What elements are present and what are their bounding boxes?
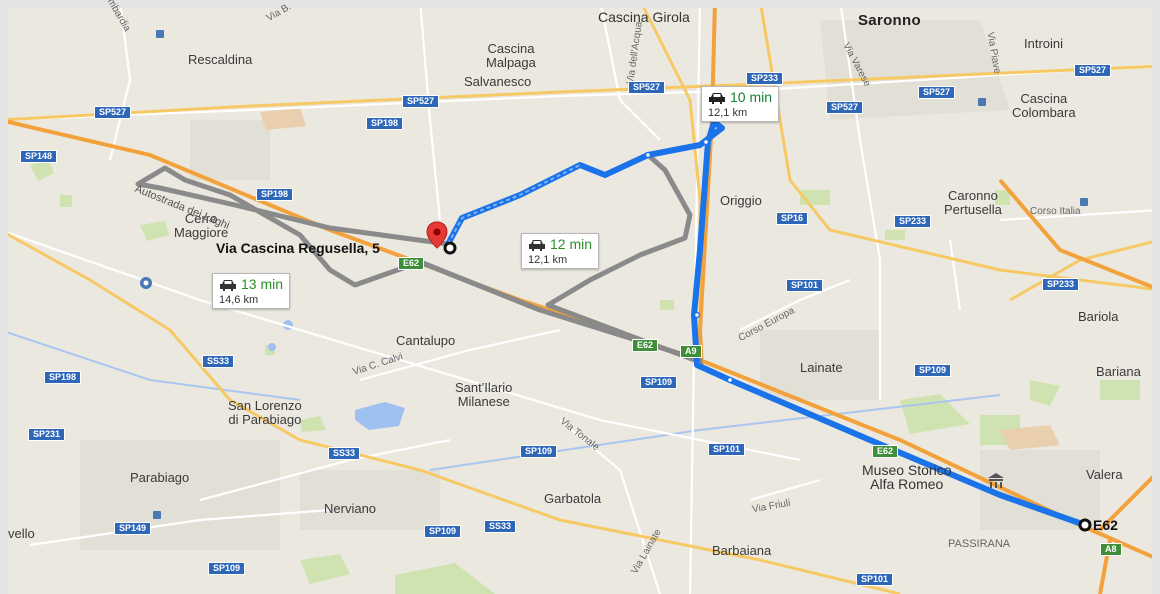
road-shield: SS33 [328, 447, 361, 460]
car-icon [708, 92, 726, 107]
destination-pin-icon[interactable] [426, 221, 448, 249]
road-shield-motorway: E62 [632, 339, 659, 352]
place-barbaiana: Barbaiana [712, 543, 772, 558]
route-time: 13 min [241, 276, 284, 292]
route-distance: 12,1 km [708, 106, 748, 119]
place-vello: vello [8, 526, 35, 541]
industrial-area [260, 108, 306, 130]
origin-label[interactable]: E62 [1093, 517, 1118, 533]
place-valera: Valera [1086, 467, 1123, 482]
place-bariola: Bariola [1078, 309, 1119, 324]
alt-route-12min [545, 152, 703, 365]
car-icon [219, 279, 237, 294]
place-rescaldina: Rescaldina [188, 52, 253, 67]
museum-icon[interactable] [988, 473, 1004, 488]
road-shield: SP109 [424, 525, 462, 538]
place-garbatola: Garbatola [544, 491, 602, 506]
place-san-lorenzo: San Lorenzo di Parabiago [228, 398, 302, 427]
place-introini: Introini [1024, 36, 1064, 51]
road-shield: SP109 [640, 376, 678, 389]
road-shield: SP527 [826, 101, 864, 114]
place-salvanesco: Salvanesco [464, 74, 532, 89]
road-shield: SP109 [914, 364, 952, 377]
place-cascina-colombara: Cascina Colombara [1012, 91, 1076, 120]
place-saronno: Saronno [858, 12, 921, 29]
place-origgio: Origgio [720, 193, 762, 208]
road-shield: SP527 [1074, 64, 1112, 77]
place-cascina-girola: Cascina Girola [598, 9, 690, 25]
road-shield: SS33 [202, 355, 235, 368]
place-cascina-malpaga: Cascina Malpaga [486, 41, 536, 70]
road-shield: SP233 [894, 215, 932, 228]
origin-circle-icon[interactable] [1078, 518, 1092, 532]
road-shield: SP198 [256, 188, 294, 201]
road-shield: SP101 [856, 573, 894, 586]
road-shield: SP198 [366, 117, 404, 130]
road-shield-motorway: E62 [872, 445, 899, 458]
road-shield: SP109 [520, 445, 558, 458]
road-shield: SP101 [708, 443, 746, 456]
route-distance: 14,6 km [219, 293, 259, 306]
road-shield: SP527 [94, 106, 132, 119]
road-shield: SP233 [746, 72, 784, 85]
road-shield: SP148 [20, 150, 58, 163]
road-shield: SS33 [484, 520, 517, 533]
road-shield: SP109 [208, 562, 246, 575]
destination-circle-icon[interactable] [443, 241, 457, 255]
route-option-selected[interactable]: 10 min 12,1 km [701, 86, 780, 122]
place-museo-alfa-romeo[interactable]: Museo Storico Alfa Romeo [862, 462, 952, 492]
place-cerro-maggiore: Cerro Maggiore [174, 211, 229, 240]
road-shield: SP149 [114, 522, 152, 535]
destination-label[interactable]: Via Cascina Regusella, 5 [216, 240, 380, 256]
road-shield: SP101 [786, 279, 824, 292]
route-distance: 12,1 km [528, 253, 568, 266]
road-shield-motorway: A9 [680, 345, 702, 358]
place-cantalupo: Cantalupo [396, 333, 456, 348]
road-shield: SP198 [44, 371, 82, 384]
route-option-alt-2[interactable]: 13 min 14,6 km [212, 273, 291, 309]
route-highlight [447, 164, 581, 245]
place-bariana: Bariana [1096, 364, 1141, 379]
road-shield-motorway: A8 [1100, 543, 1122, 556]
road-shield: SP527 [628, 81, 666, 94]
road-shield: SP16 [776, 212, 809, 225]
place-caronno-pertusella: Caronno Pertusella [944, 188, 1002, 217]
place-santilario-milanese: Sant'Ilario Milanese [455, 380, 513, 409]
place-parabiago: Parabiago [130, 470, 190, 485]
road-shield: SP233 [1042, 278, 1080, 291]
road-shield: SP231 [28, 428, 66, 441]
alt-route-e62-grey [417, 259, 543, 313]
place-lainate: Lainate [800, 360, 843, 375]
street-corso-italia: Corso Italia [1030, 206, 1081, 217]
road-shield-motorway: E62 [398, 257, 425, 270]
place-passirana: PASSIRANA [948, 538, 1011, 550]
route-option-alt-1[interactable]: 12 min 12,1 km [521, 233, 600, 269]
route-time: 12 min [550, 236, 593, 252]
water-bodies [268, 320, 405, 430]
road-shield: SP527 [918, 86, 956, 99]
route-waypoints [644, 138, 734, 384]
road-shield: SP527 [402, 95, 440, 108]
route-time: 10 min [730, 89, 773, 105]
poi-icon[interactable] [140, 277, 152, 289]
industrial-area-2 [1000, 425, 1060, 450]
car-icon [528, 239, 546, 254]
urban-areas [80, 20, 1100, 550]
place-nerviano: Nerviano [324, 501, 377, 516]
